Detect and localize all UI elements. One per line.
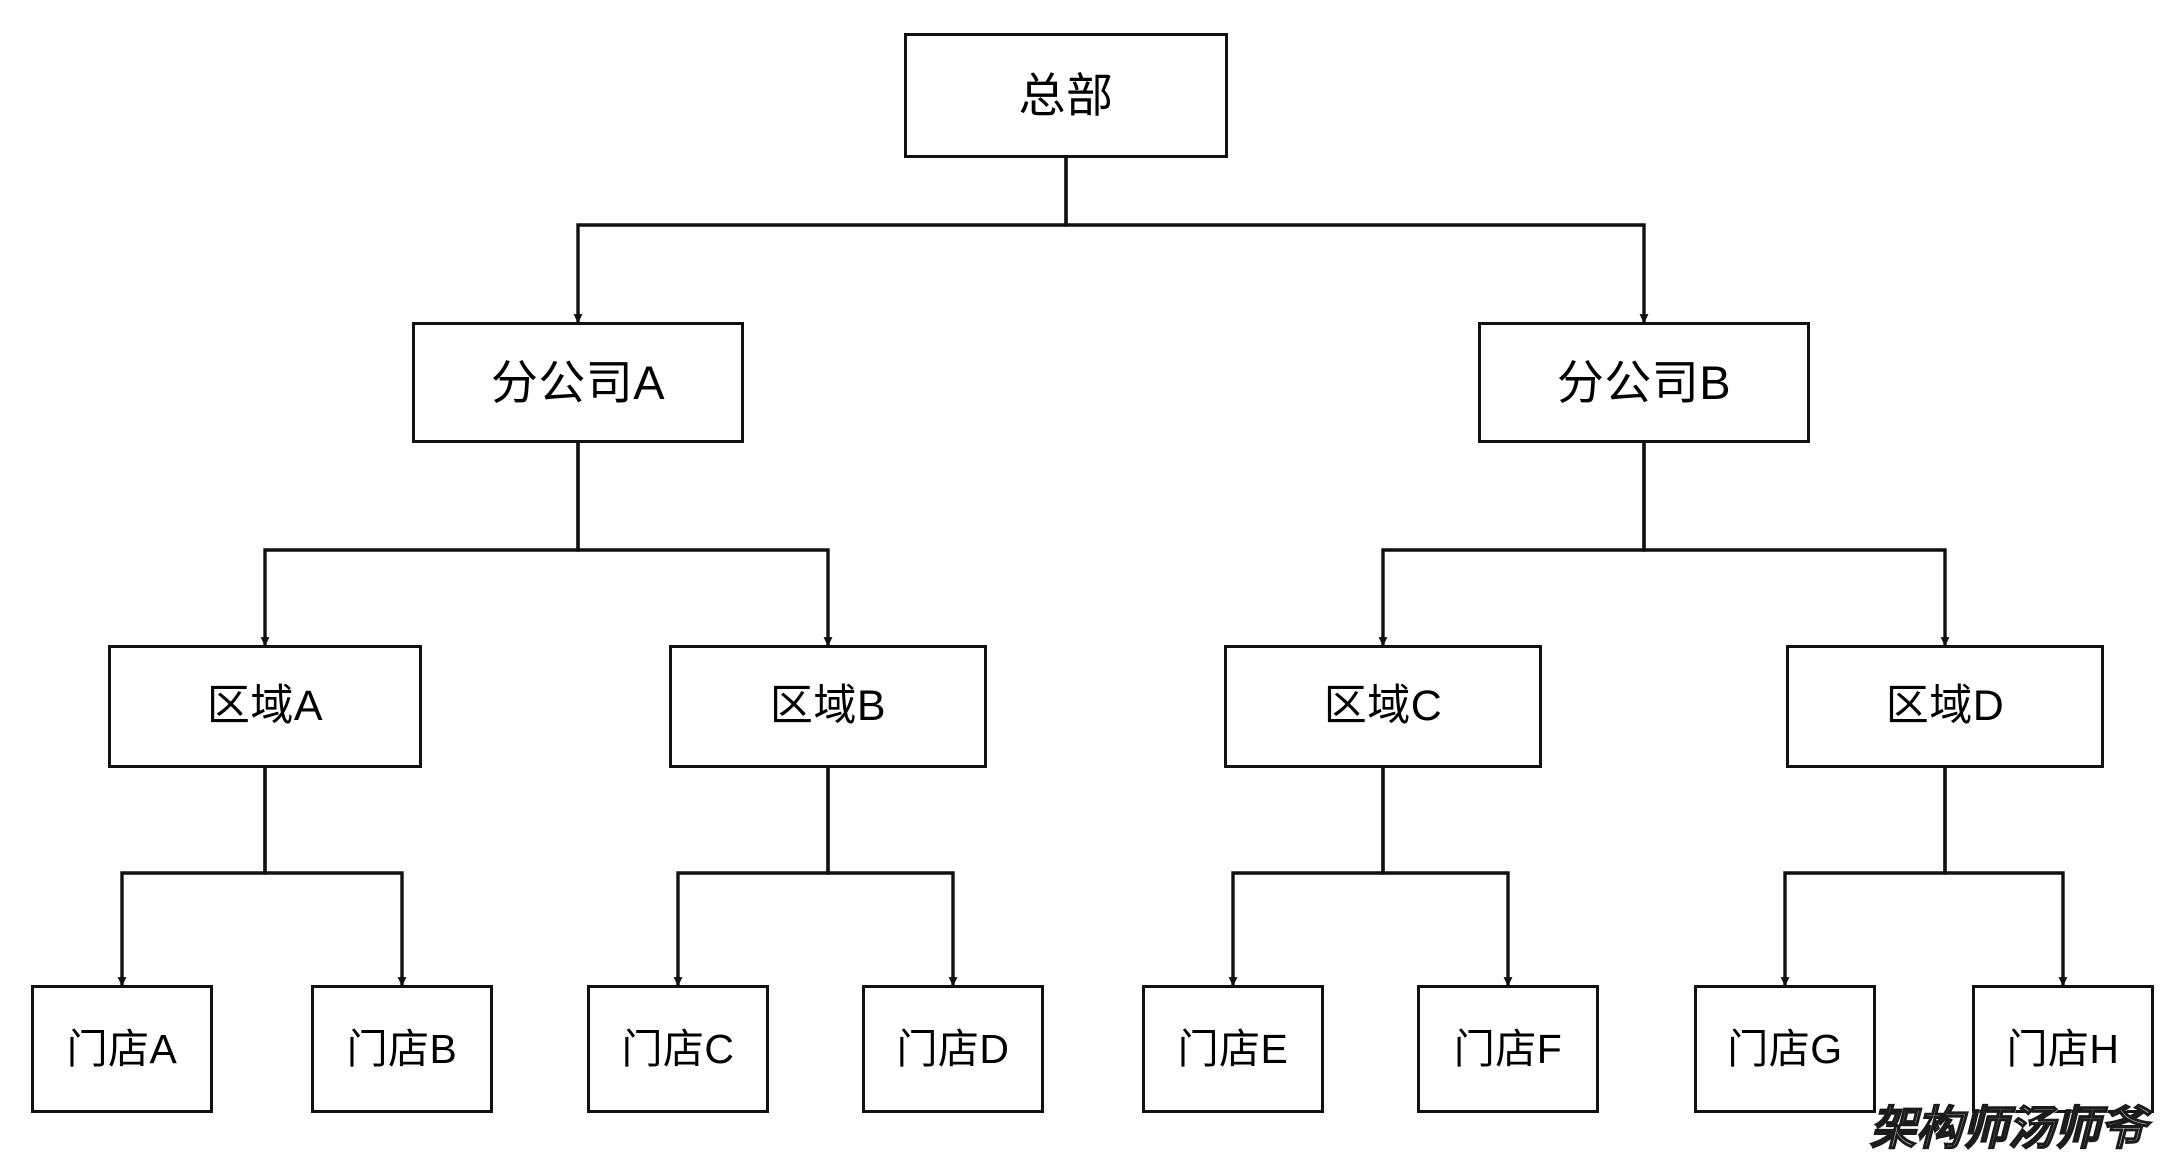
node-label: 门店H [2006, 1025, 2120, 1072]
node-store-a[interactable]: 门店A [31, 985, 213, 1113]
node-label: 区域A [206, 682, 324, 730]
node-region-a[interactable]: 区域A [108, 645, 422, 768]
node-hq[interactable]: 总部 [904, 33, 1228, 158]
edge-branch-a-to-region-b [576, 443, 833, 647]
node-label: 门店F [1453, 1025, 1563, 1072]
node-label: 门店C [621, 1025, 735, 1072]
edge-region-c-to-store-e [1228, 768, 1385, 987]
node-store-f[interactable]: 门店F [1417, 985, 1599, 1113]
node-store-h[interactable]: 门店H [1972, 985, 2154, 1113]
edge-region-d-to-store-h [1943, 768, 2068, 987]
node-branch-b[interactable]: 分公司B [1478, 322, 1810, 443]
node-region-b[interactable]: 区域B [669, 645, 987, 768]
node-label: 门店B [346, 1025, 458, 1072]
edge-branch-a-to-region-a [260, 443, 580, 647]
node-label: 区域B [769, 682, 887, 730]
node-store-d[interactable]: 门店D [862, 985, 1044, 1113]
edge-hq-to-branch-b [1064, 158, 1649, 324]
node-store-c[interactable]: 门店C [587, 985, 769, 1113]
edge-branch-b-to-region-c [1378, 443, 1646, 647]
edge-region-b-to-store-c [673, 768, 830, 987]
node-region-c[interactable]: 区域C [1224, 645, 1542, 768]
node-store-b[interactable]: 门店B [311, 985, 493, 1113]
node-label: 总部 [1018, 69, 1114, 122]
node-label: 门店A [66, 1025, 178, 1072]
edge-region-d-to-store-g [1780, 768, 1947, 987]
node-region-d[interactable]: 区域D [1786, 645, 2104, 768]
edge-region-a-to-store-b [263, 768, 407, 987]
node-label: 门店G [1727, 1025, 1843, 1072]
node-branch-a[interactable]: 分公司A [412, 322, 744, 443]
edge-region-a-to-store-a [117, 768, 267, 987]
node-label: 分公司B [1556, 356, 1732, 409]
node-label: 区域C [1323, 682, 1443, 730]
node-label: 区域D [1885, 682, 2005, 730]
edge-branch-b-to-region-d [1642, 443, 1950, 647]
node-store-g[interactable]: 门店G [1694, 985, 1876, 1113]
edge-region-c-to-store-f [1381, 768, 1513, 987]
node-store-e[interactable]: 门店E [1142, 985, 1324, 1113]
watermark: 架构师汤师爷 [1869, 1102, 2147, 1153]
node-label: 门店D [896, 1025, 1010, 1072]
node-label: 分公司A [490, 356, 666, 409]
edge-hq-to-branch-a [573, 158, 1068, 324]
node-label: 门店E [1177, 1025, 1289, 1072]
edge-region-b-to-store-d [826, 768, 958, 987]
